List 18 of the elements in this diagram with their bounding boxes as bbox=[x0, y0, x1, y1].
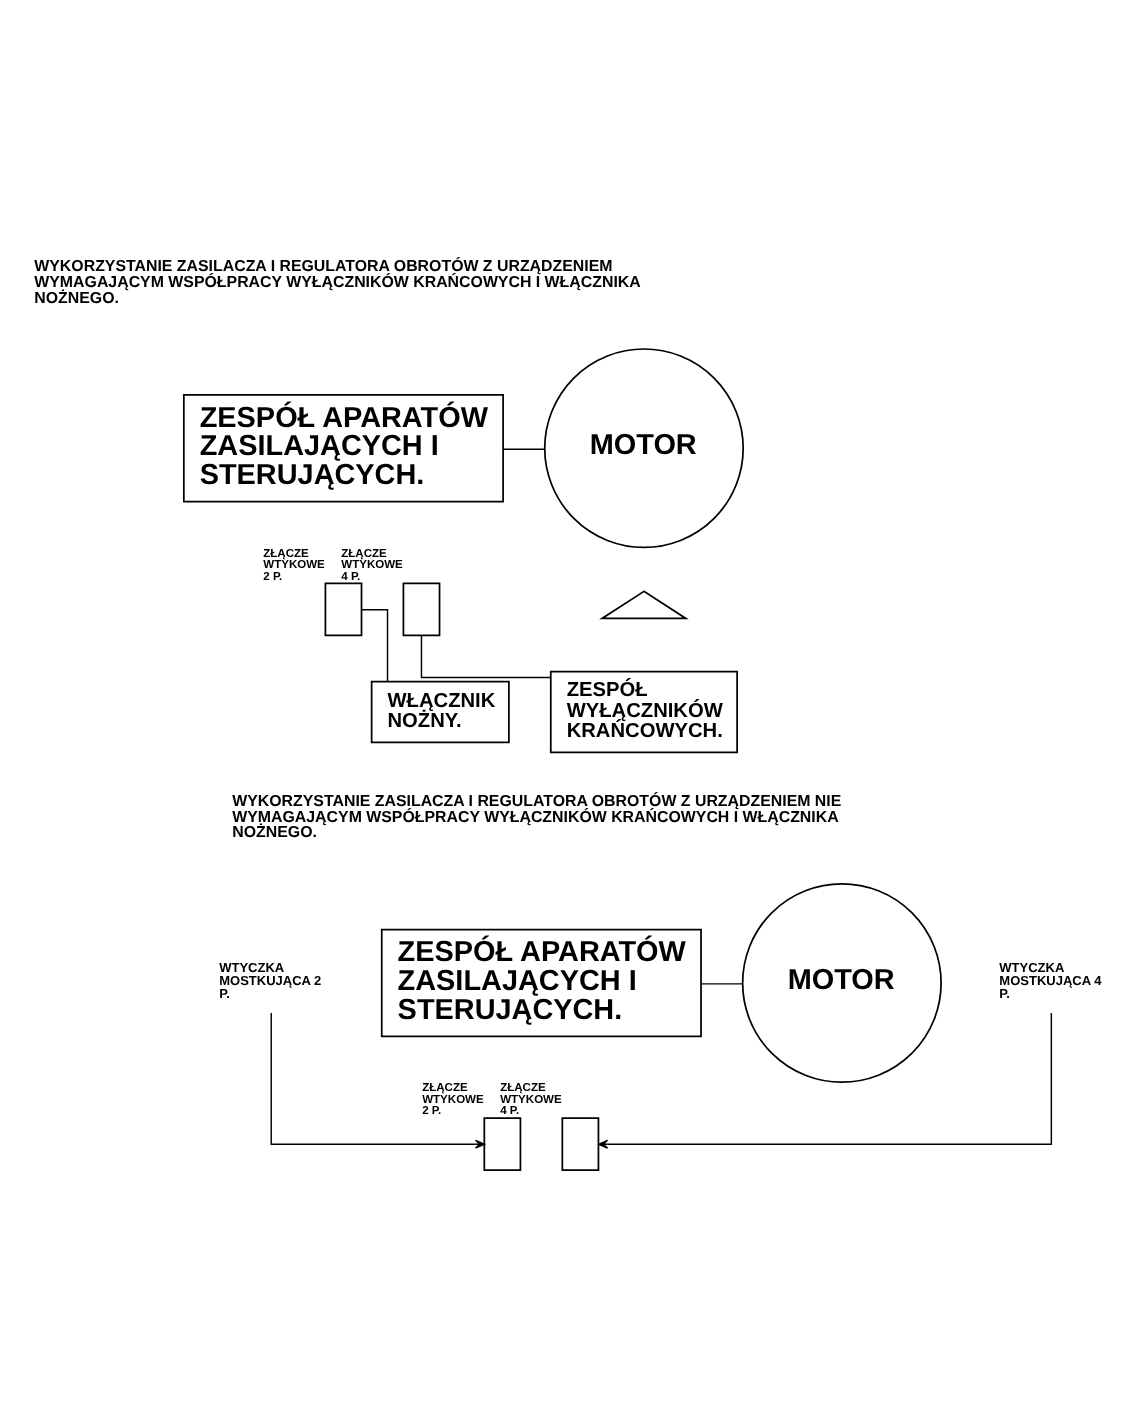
node-triangle bbox=[599, 590, 689, 620]
node-box bbox=[483, 1117, 522, 1172]
node-box: ZESPÓŁ APARATÓW ZASILAJĄCYCH I STERUJĄCYCH. bbox=[182, 393, 504, 503]
node-box: ZESPÓŁ APARATÓW ZASILAJĄCYCH I STERUJĄCYCH. bbox=[380, 928, 702, 1038]
label: WYKORZYSTANIE ZASILACZA I REGULATORA OBROTÓW Z URZĄDZENIEM NIE WYMAGAJĄCYM WSPÓŁPRACY WYŁĄCZNIKÓW KRAŃCOWYCH I WŁĄCZNIKA NOŻNEGO. bbox=[232, 791, 842, 842]
arrow bbox=[270, 1012, 485, 1149]
node-box bbox=[561, 1117, 600, 1172]
connector bbox=[502, 448, 546, 451]
arrow bbox=[598, 1012, 1053, 1149]
node-circle: MOTOR bbox=[543, 348, 745, 549]
node-circle: MOTOR bbox=[741, 882, 942, 1084]
connector bbox=[420, 634, 551, 679]
node-box: ZESPÓŁ WYŁĄCZNIKÓW KRAŃCOWYCH. bbox=[549, 670, 738, 754]
node-box bbox=[402, 582, 441, 637]
node-box bbox=[324, 582, 363, 637]
node-box: WŁĄCZNIK NOŻNY. bbox=[370, 680, 510, 744]
connector bbox=[700, 983, 744, 985]
label: WYKORZYSTANIE ZASILACZA I REGULATORA OBROTÓW Z URZĄDZENIEM WYMAGAJĄCYM WSPÓŁPRACY WYŁĄCZNIKÓW KRAŃCOWYCH I WŁĄCZNIKA NOŻNEGO. bbox=[34, 256, 641, 307]
